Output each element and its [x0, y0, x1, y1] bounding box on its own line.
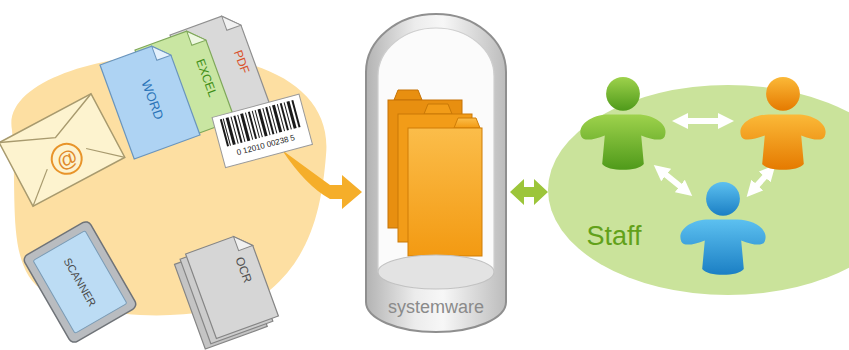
brand-name: systemware: [388, 298, 484, 318]
person-orange: [740, 77, 825, 170]
text-holder: Staff: [586, 222, 641, 252]
staff-region-art: [548, 85, 849, 295]
folder: [408, 118, 482, 256]
staff-region: Staff: [548, 85, 849, 295]
word-document: [100, 41, 200, 159]
ocr-pages: [172, 231, 280, 349]
person-green: [580, 77, 665, 170]
input-sources-art: [0, 0, 330, 350]
arrow-tail: [282, 150, 330, 199]
cylinder-glass: [378, 28, 494, 272]
cylinder-band: [378, 255, 494, 289]
repository-cylinder: systemware: [362, 10, 510, 340]
barcode: [212, 94, 312, 168]
input-sources-region: PDFEXCELWORD@0 12010 00238 5SCANNEROCR: [0, 0, 330, 350]
flow-arrow: [330, 175, 362, 209]
person-blue: [680, 182, 765, 275]
cylinder-body: [366, 14, 506, 332]
repository-cylinder-art: [362, 10, 510, 340]
region-label: Staff: [586, 222, 641, 252]
scanner: [22, 220, 138, 345]
text-holder: systemware: [388, 298, 484, 318]
staff-ellipse: [548, 85, 849, 295]
email-envelope: [0, 94, 125, 206]
exchange-arrow: [510, 179, 548, 205]
